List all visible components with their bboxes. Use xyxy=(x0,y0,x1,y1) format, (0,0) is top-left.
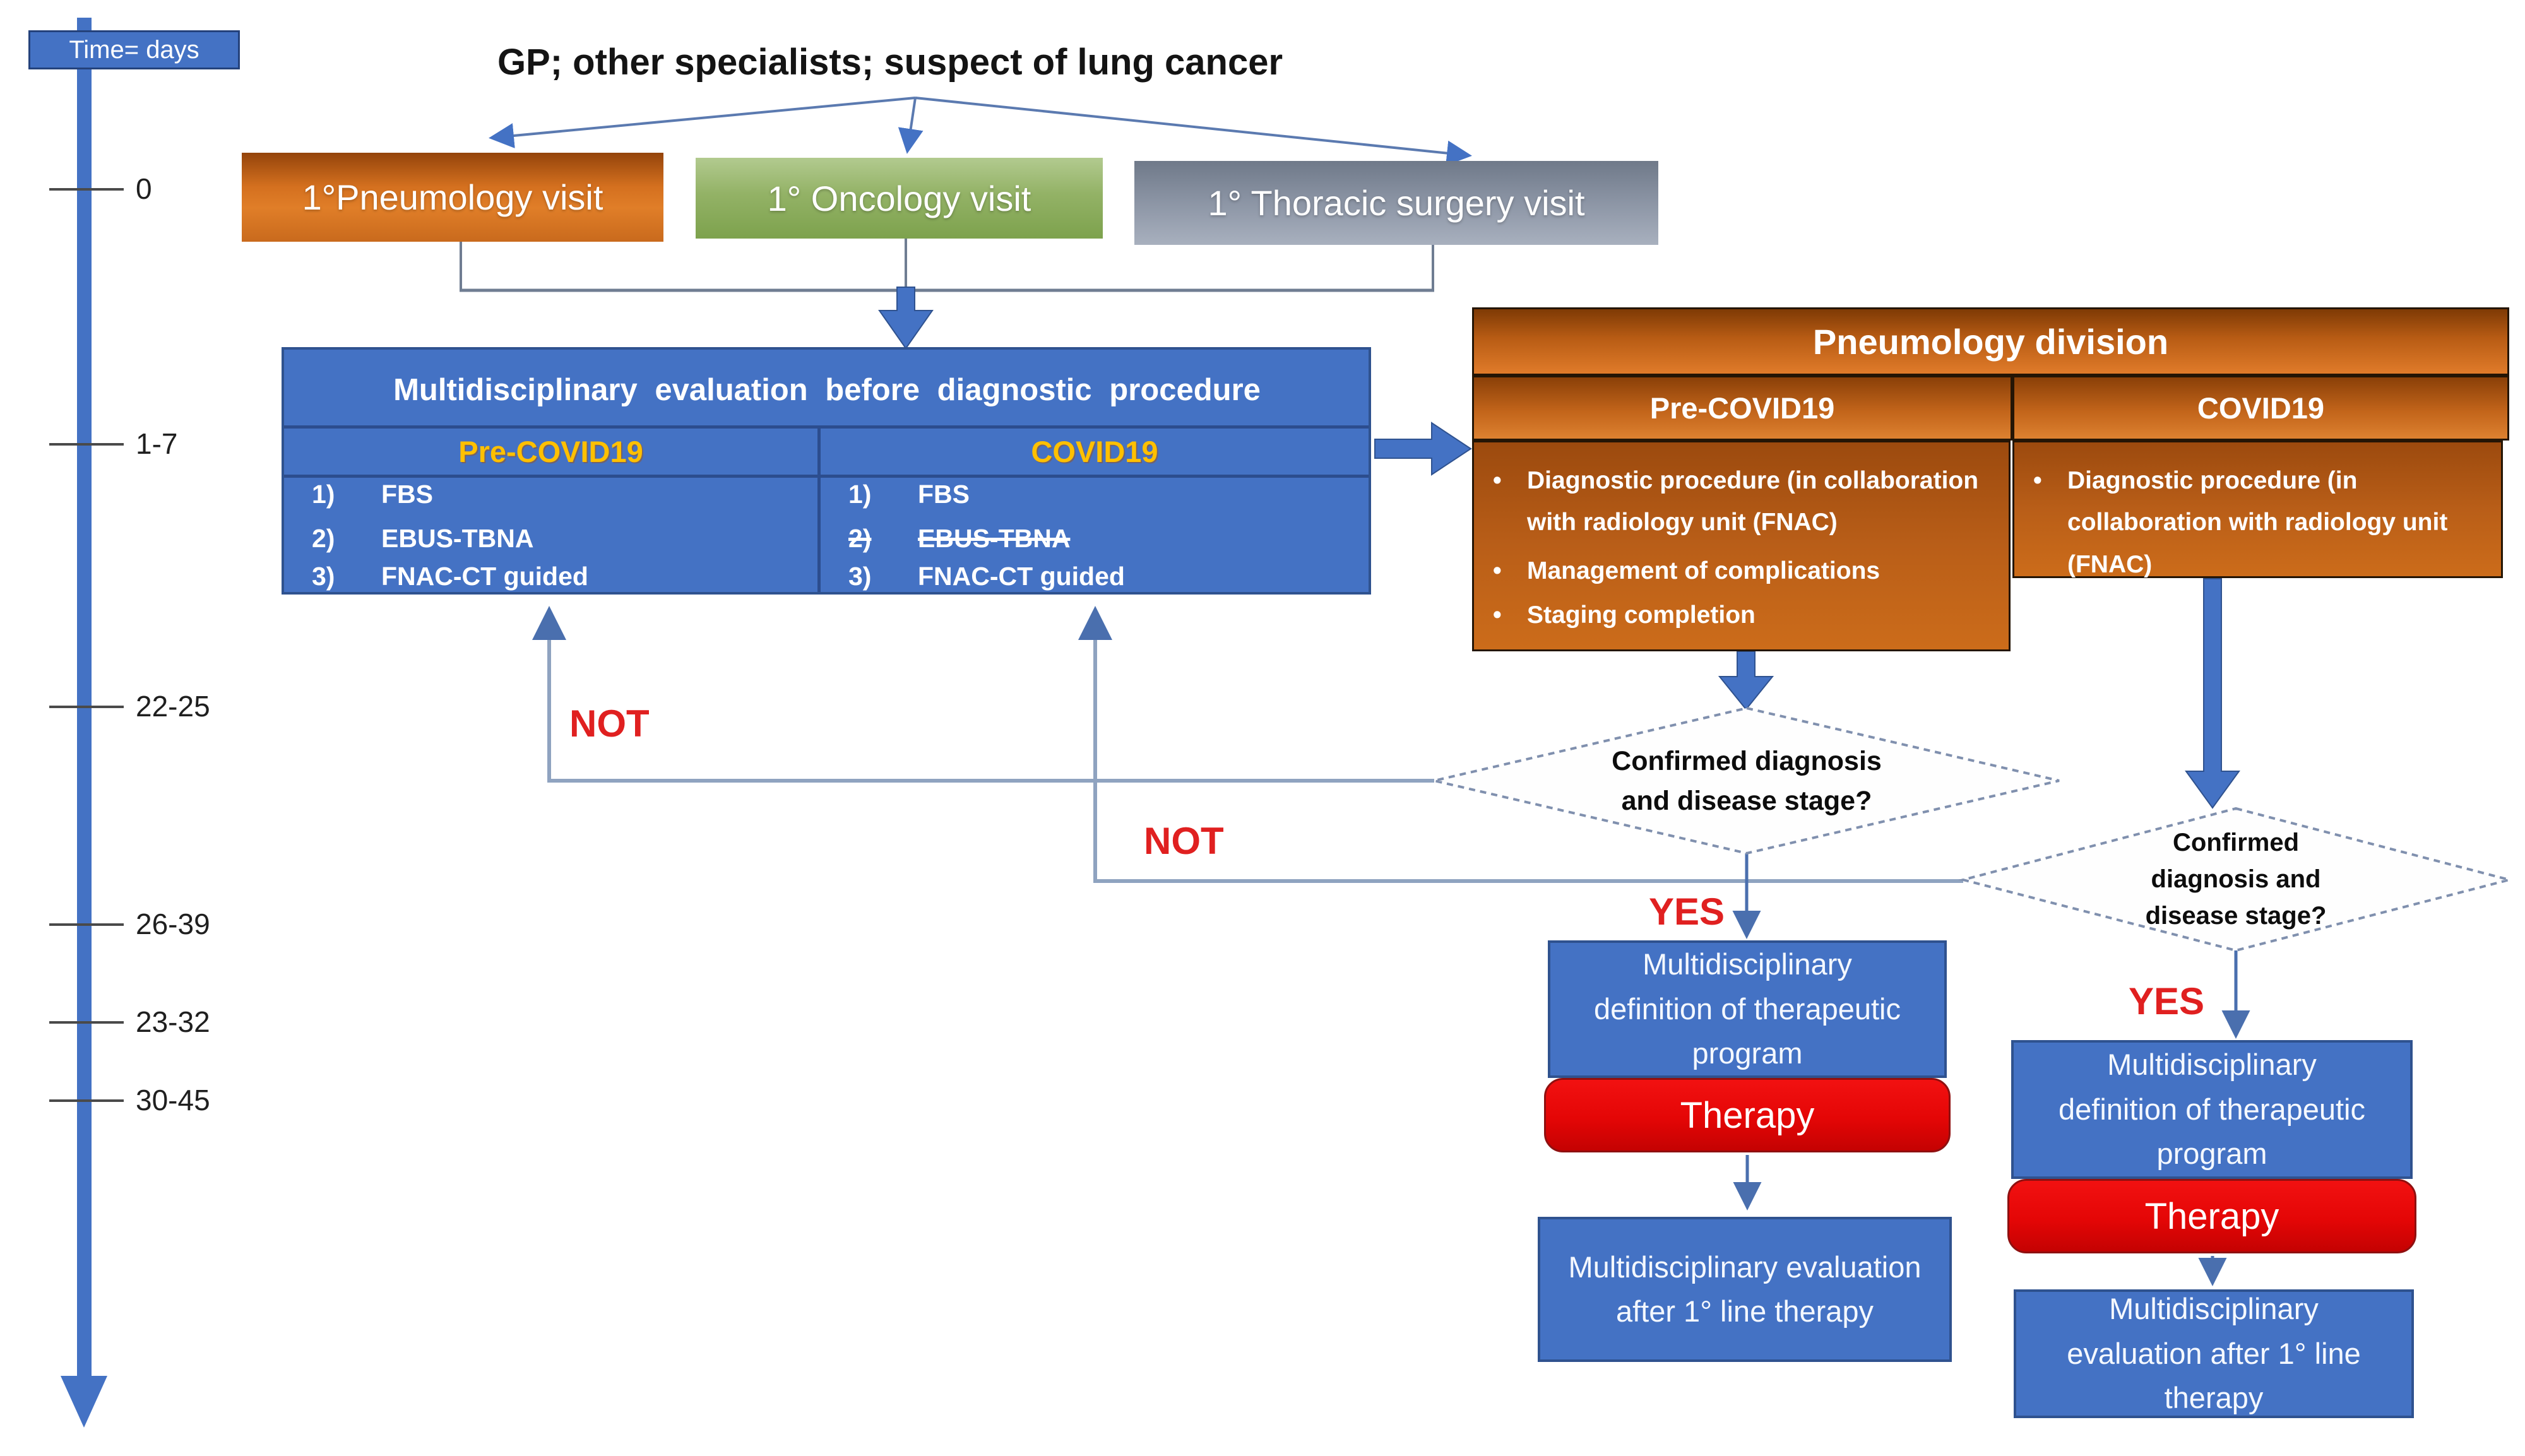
evaluation-covid-item-2-struck: 2) EBUS-TBNA xyxy=(848,524,1328,553)
item-text: EBUS-TBNA xyxy=(918,524,1071,553)
item-number: 3) xyxy=(312,562,335,591)
evaluation-covid-item-3: 3) FNAC-CT guided xyxy=(848,562,1328,591)
visit-box-pneumology: 1°Pneumology visit xyxy=(242,153,663,242)
thick-arrow-precovid-to-diamond1 xyxy=(1718,651,1774,711)
tick-label-26-39: 26-39 xyxy=(136,908,210,940)
fan-line-pneumology xyxy=(489,97,916,148)
evaluation-covid-item-1: 1) FBS xyxy=(848,480,1328,509)
item-number: 2) xyxy=(848,524,872,553)
not-feedback-line-2 xyxy=(1078,606,1963,883)
timeline-title-text: Time= days xyxy=(69,35,199,64)
division-precovid-bullet-2: Management of complications xyxy=(1488,550,2002,593)
decision-diamond-1 xyxy=(1434,706,2060,855)
therapy-box-precovid: Therapy xyxy=(1544,1078,1951,1152)
tick-label-30-45: 30-45 xyxy=(136,1084,210,1116)
evaluation-column-divider xyxy=(817,425,821,592)
page-title: GP; other specialists; suspect of lung c… xyxy=(497,41,1283,83)
tick-label-22-25: 22-25 xyxy=(136,690,210,723)
division-title-band: Pneumology division xyxy=(1472,307,2509,376)
evaluation-box-title: Multidisciplinary evaluation before diag… xyxy=(393,373,1261,407)
item-number: 3) xyxy=(848,562,872,591)
item-text: FNAC-CT guided xyxy=(918,562,1125,591)
tick-label-1-7: 1-7 xyxy=(136,427,178,460)
evaluation-precovid-item-3: 3) FNAC-CT guided xyxy=(312,562,792,591)
visit-box-thoracic: 1° Thoracic surgery visit xyxy=(1134,161,1658,245)
tick-label-23-32: 23-32 xyxy=(136,1005,210,1038)
therapy-box-covid: Therapy xyxy=(2007,1179,2416,1253)
evaluation-covid-header: COVID19 xyxy=(1031,434,1158,468)
timeline-title: Time= days xyxy=(28,30,240,69)
visit-box-oncology: 1° Oncology visit xyxy=(696,158,1103,239)
item-text: FBS xyxy=(381,480,433,509)
division-precovid-header-text: Pre-COVID19 xyxy=(1649,391,1835,425)
division-covid-body: Diagnostic procedure (in collaboration w… xyxy=(2012,441,2503,578)
decision-2-question: Confirmed diagnosis and disease stage? xyxy=(2145,829,2327,930)
item-text: EBUS-TBNA xyxy=(381,524,534,553)
evaluation-precovid-item-1: 1) FBS xyxy=(312,480,792,509)
evaluation-precovid-item-2: 2) EBUS-TBNA xyxy=(312,524,792,553)
tick-label-0: 0 xyxy=(136,172,152,205)
item-number: 1) xyxy=(848,480,872,509)
decision-diamond-2 xyxy=(1958,807,2514,952)
timeline-bar xyxy=(77,18,92,1376)
yes-label-1: YES xyxy=(1649,891,1725,933)
evaluation-divider-bottom xyxy=(284,475,1369,478)
not-label-1: NOT xyxy=(569,702,650,745)
item-number: 1) xyxy=(312,480,335,509)
item-number: 2) xyxy=(312,524,335,553)
not-feedback-line-1 xyxy=(532,606,1434,783)
thick-arrow-to-division xyxy=(1374,422,1472,476)
evaluation-after-box-precovid: Multidisciplinary evaluation after 1° li… xyxy=(1538,1217,1952,1362)
decision-1-question: Confirmed diagnosis and disease stage? xyxy=(1612,746,1882,816)
evaluation-divider-top xyxy=(284,425,1369,429)
not-label-2: NOT xyxy=(1144,820,1224,862)
division-covid-header: COVID19 xyxy=(2012,376,2509,441)
fan-line-oncology xyxy=(898,97,924,154)
item-text: FNAC-CT guided xyxy=(381,562,588,591)
thick-arrow-to-evaluation xyxy=(878,287,934,350)
division-precovid-body: Diagnostic procedure (in collaboration w… xyxy=(1472,441,2011,651)
fan-line-thoracic xyxy=(915,97,1472,166)
division-precovid-header: Pre-COVID19 xyxy=(1472,376,2012,441)
division-covid-header-text: COVID19 xyxy=(2197,391,2325,425)
definition-box-precovid: Multidisciplinary definition of therapeu… xyxy=(1548,940,1947,1078)
division-precovid-bullet-1: Diagnostic procedure (in collaboration w… xyxy=(1488,460,2002,544)
evaluation-precovid-header: Pre-COVID19 xyxy=(458,434,643,468)
timeline-arrowhead-icon xyxy=(61,1376,107,1428)
thick-arrow-covid-to-diamond2 xyxy=(2185,578,2240,809)
division-precovid-bullet-3: Staging completion xyxy=(1488,595,2002,637)
division-title-text: Pneumology division xyxy=(1812,321,2169,362)
definition-box-covid: Multidisciplinary definition of therapeu… xyxy=(2011,1040,2413,1179)
evaluation-box: Multidisciplinary evaluation before diag… xyxy=(282,347,1371,595)
yes-label-2: YES xyxy=(2129,980,2205,1022)
item-text: FBS xyxy=(918,480,970,509)
division-covid-bullet-1: Diagnostic procedure (in collaboration w… xyxy=(2028,460,2484,586)
evaluation-after-box-covid: Multidisciplinary evaluation after 1° li… xyxy=(2014,1289,2414,1418)
